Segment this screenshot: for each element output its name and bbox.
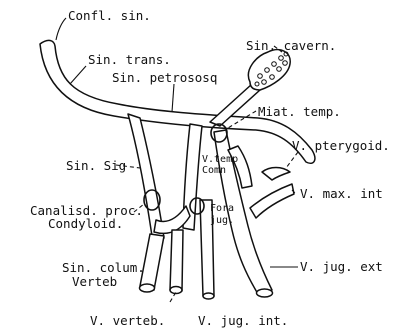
label-sin-petrososq: Sin. petrososq <box>112 70 217 85</box>
label-v-temp-comn: Comn <box>202 165 226 176</box>
label-v-verteb: V. verteb. <box>90 313 165 328</box>
label-sin-colum: Sin. colum. <box>62 260 145 275</box>
label-verteb: Verteb <box>72 274 117 289</box>
label-v-jug-int: V. jug. int. <box>198 313 288 328</box>
vena-vertebralis <box>170 230 183 291</box>
label-condyloid: Condyloid. <box>48 216 123 231</box>
pterygoid-hook <box>262 168 290 181</box>
label-v-pterygoid: V. pterygoid. <box>292 138 390 153</box>
label-sin-sig: Sin. Sig <box>66 158 126 173</box>
label-miat-temp: Miat. temp. <box>258 104 341 119</box>
sinus-sigmoideus <box>128 114 164 238</box>
leader-confl-sin <box>56 18 66 40</box>
label-v-temp: V.temp <box>202 154 238 165</box>
label-confl-sin: Confl. sin. <box>68 8 151 23</box>
leader-sin-trans <box>70 66 86 84</box>
leader-v-pterygoid <box>286 152 298 168</box>
internal-jugular-end <box>203 293 214 299</box>
vertebral-column-sinus-end <box>140 284 155 292</box>
external-jugular-end <box>257 289 273 297</box>
vertebral-vein-end <box>170 287 182 294</box>
maxillary-internal-branch <box>250 184 294 218</box>
label-jug: jug. <box>210 215 234 226</box>
label-v-max-int: V. max. int <box>300 186 383 201</box>
label-sin-trans: Sin. trans. <box>88 52 171 67</box>
label-sin-cavern: Sin. cavern. <box>246 38 336 53</box>
leader-sin-petrososq <box>172 84 174 112</box>
label-fora: Fora <box>210 203 234 214</box>
label-v-jug-ext: V. jug. ext <box>300 259 383 274</box>
